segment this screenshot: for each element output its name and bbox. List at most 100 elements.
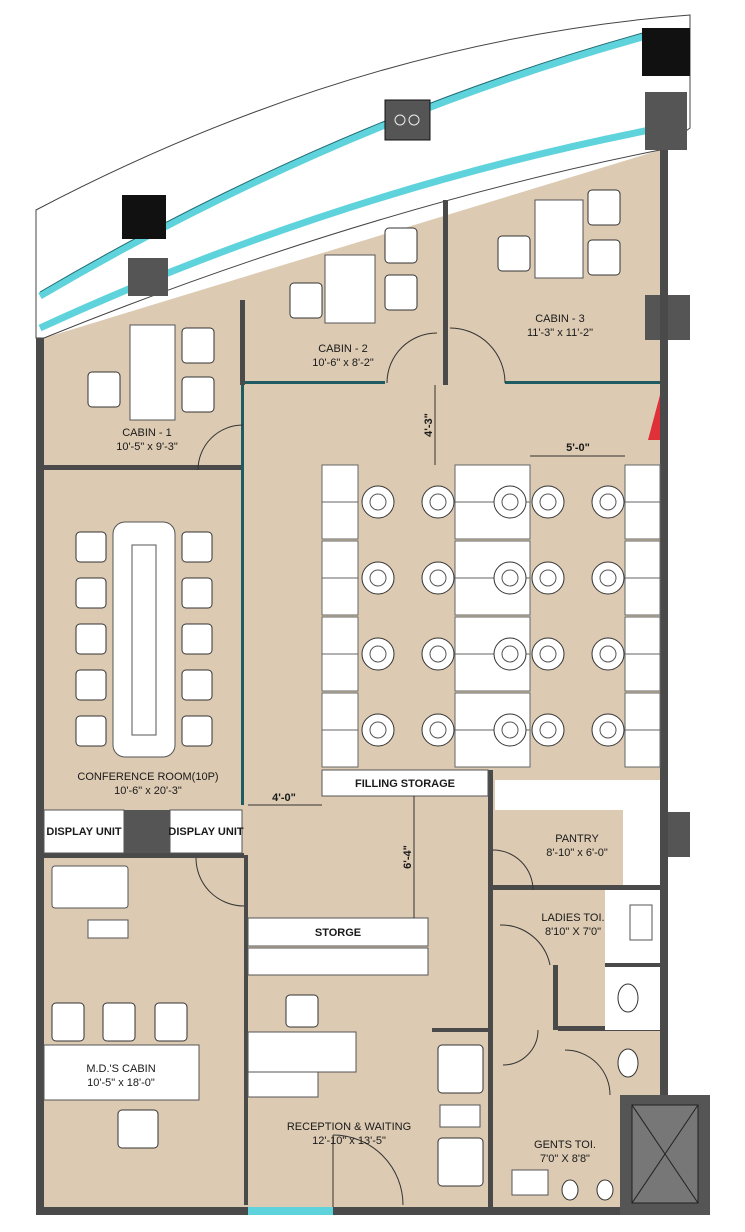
toilet-icon	[617, 983, 639, 1013]
wall	[44, 853, 244, 858]
column	[124, 810, 170, 853]
chair	[497, 235, 531, 272]
urinal-icon	[561, 1179, 579, 1201]
chair	[75, 623, 107, 655]
pantry-size: 8'-10" x 6'-0"	[546, 847, 608, 859]
chair	[154, 1002, 188, 1042]
glazing-outer	[38, 31, 651, 300]
wall	[660, 150, 668, 1095]
door-cabin2[interactable]	[386, 332, 438, 384]
glazing-inner	[38, 124, 661, 332]
coffee-table	[87, 919, 129, 939]
dim-corridor-top: 4'-3"	[423, 413, 435, 437]
wall	[493, 885, 660, 890]
sofa	[51, 865, 129, 909]
chair	[51, 1002, 85, 1042]
chair	[102, 1002, 136, 1042]
conference-name: CONFERENCE ROOM(10P)	[77, 771, 218, 783]
wall	[36, 1207, 248, 1215]
chair	[587, 189, 621, 226]
cabin2-desk	[324, 254, 376, 324]
wall	[553, 965, 558, 1030]
chair	[75, 669, 107, 701]
glass-partition	[241, 385, 244, 805]
pantry-counter	[495, 780, 660, 810]
wash-basin	[511, 1169, 549, 1196]
wall	[44, 465, 244, 470]
reception-desk	[247, 1031, 357, 1073]
door-cabin1[interactable]	[197, 424, 244, 471]
storage	[247, 917, 429, 947]
chair	[384, 227, 418, 264]
chair	[285, 994, 319, 1028]
column	[128, 258, 168, 296]
chair	[289, 282, 323, 319]
filling-storage-label: FILLING STORAGE	[355, 778, 455, 790]
md-cabin-size: 10'-5" x 18'-0"	[87, 1077, 155, 1089]
door-ladies[interactable]	[499, 924, 551, 966]
display-unit-right	[169, 809, 243, 854]
pantry-counter	[623, 810, 660, 885]
conference-chairs	[75, 531, 213, 747]
chair	[181, 669, 213, 701]
door-md-cabin[interactable]	[195, 857, 245, 907]
chair	[181, 327, 215, 364]
chair	[75, 715, 107, 747]
pantry-name: PANTRY	[555, 833, 599, 845]
dim-workstation-width: 5'-0"	[566, 442, 590, 454]
column	[642, 28, 690, 76]
wall	[443, 200, 448, 385]
cabin2-name: CABIN - 2	[318, 343, 368, 355]
reception-size: 12'-10" x 13'-5"	[312, 1135, 386, 1147]
gents-name: GENTS TOI.	[534, 1139, 596, 1151]
chair	[384, 274, 418, 311]
glass-partition	[245, 381, 385, 384]
cabin3-name: CABIN - 3	[535, 313, 585, 325]
cabin1-size: 10'-5" x 9'-3"	[116, 441, 178, 453]
wall	[244, 855, 248, 1205]
wall	[36, 338, 44, 1215]
display-unit-left	[43, 809, 125, 854]
entrance-glazing	[248, 1207, 333, 1215]
door-cabin3[interactable]	[449, 327, 506, 384]
wall	[432, 1028, 488, 1032]
md-desk	[43, 1044, 200, 1101]
door-gents[interactable]	[564, 1049, 611, 1096]
dim-corridor-left: 4'-0"	[272, 792, 296, 804]
glazing-edge	[39, 30, 651, 293]
fire-marker	[648, 395, 660, 440]
cabin2-size: 10'-6" x 8'-2"	[312, 357, 374, 369]
chair	[181, 715, 213, 747]
filling-storage	[321, 769, 489, 797]
cabin1-name: CABIN - 1	[122, 427, 172, 439]
dim-corridor-mid: 6'-4"	[402, 845, 414, 869]
wall	[333, 1207, 623, 1215]
glass-partition	[505, 381, 660, 384]
cabin3-size: 11'-3" x 11'-2"	[527, 327, 593, 339]
side-table	[439, 1104, 481, 1128]
wall	[488, 770, 493, 1207]
armchair	[437, 1044, 484, 1094]
chair	[117, 1109, 159, 1149]
chair	[181, 623, 213, 655]
door-pantry[interactable]	[492, 849, 534, 891]
chair	[181, 577, 213, 609]
ac-unit	[384, 99, 431, 141]
wall	[605, 963, 660, 967]
wash-basin	[629, 904, 653, 941]
cabin3-desk	[534, 199, 584, 279]
conference-size: 10'-6" x 20'-3"	[114, 785, 182, 797]
door-wc[interactable]	[502, 1029, 539, 1066]
armchair	[437, 1137, 484, 1187]
display-unit-right-label: DISPLAY UNIT	[168, 826, 243, 838]
workstation-grid	[321, 464, 661, 768]
toilet-icon	[617, 1048, 639, 1078]
reception-desk	[247, 1071, 319, 1098]
storage-shelf	[247, 947, 429, 976]
chair	[587, 239, 621, 276]
ladies-size: 8'10" X 7'0"	[545, 926, 601, 938]
column	[122, 195, 166, 239]
column	[645, 92, 687, 150]
door-entrance[interactable]	[332, 1134, 404, 1206]
